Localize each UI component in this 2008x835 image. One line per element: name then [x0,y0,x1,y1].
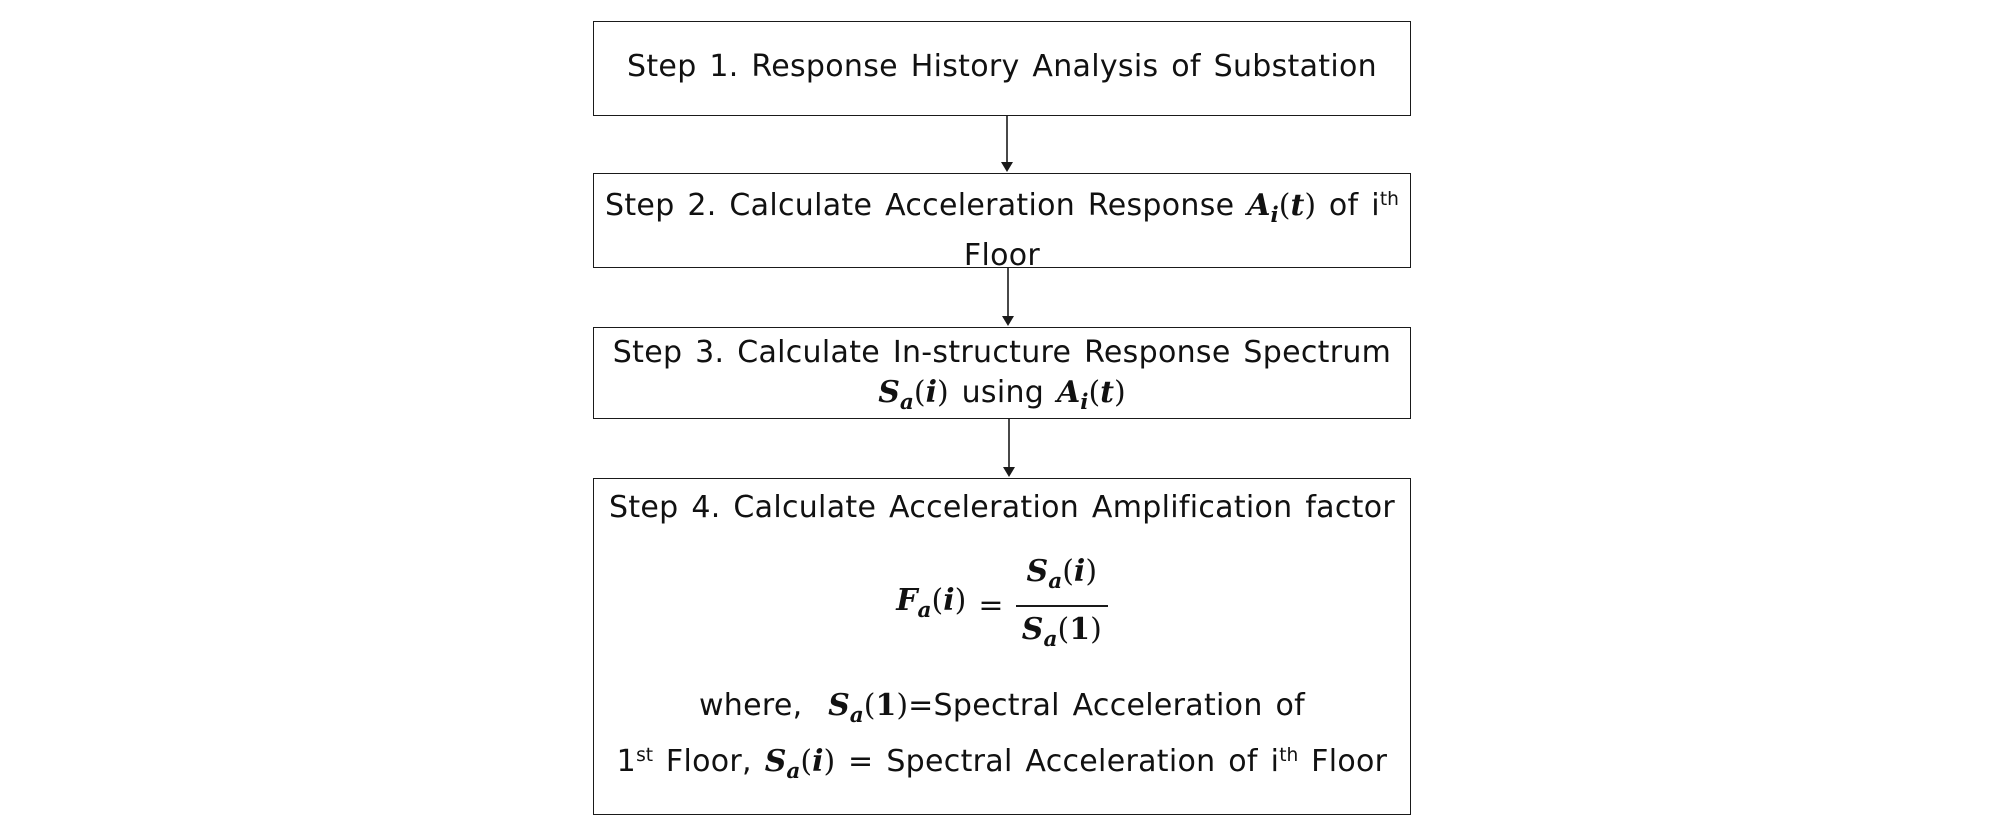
step-1-box: Step 1. Response History Analysis of Sub… [593,21,1411,116]
spectrum-symbol: Sa(i) [878,375,949,415]
line3-end: Floor [1298,744,1388,780]
line3-floor: Floor, [653,744,765,780]
formula-denominator: Sa(1) [1015,605,1108,660]
accel-response-symbol-2: Ai(t) [1056,375,1126,415]
accel-response-symbol: Ai(t) [1247,188,1317,229]
line3-definition: = Spectral Acceleration of i [835,744,1280,780]
amplification-formula: Fa(i) = Sa(i) Sa(1) [594,554,1410,652]
step-3-line1: Step 3. Calculate In-structure Response … [612,335,1392,370]
step-2-prefix: Step 2. Calculate Acceleration Response [605,188,1248,224]
step-3-box: Step 3. Calculate In-structure Response … [593,327,1411,419]
where-definition-1: =Spectral Acceleration of [908,688,1306,723]
first-floor-spectrum-symbol: Sa(1) [828,688,909,728]
step-1-text: Step 1. Response History Analysis of Sub… [627,49,1377,84]
arrow-step1-to-step2 [997,116,1017,173]
step-2-suffix: Floor [963,238,1041,274]
line3-number: 1 [616,744,637,780]
where-prefix: where, [698,688,829,723]
line3-superscript-th: th [1279,744,1299,766]
formula-numerator: Sa(i) [1026,554,1098,594]
step-3-using: using [948,375,1057,410]
where-clause: where, Sa(1)=Spectral Acceleration of 1s… [594,686,1410,792]
arrow-step2-to-step3 [998,268,1018,327]
step-2-mid: of i [1316,188,1380,224]
formula-lhs: Fa(i) [896,583,967,623]
ith-floor-spectrum-symbol: Sa(i) [764,744,836,785]
line3-superscript-st: st [636,744,654,766]
step-2-box: Step 2. Calculate Acceleration Response … [593,173,1411,273]
formula-equals: = [978,588,1004,623]
arrow-step3-to-step4 [999,419,1019,478]
step-4-box: Step 4. Calculate Acceleration Amplifica… [593,478,1411,815]
step-2-superscript: th [1379,189,1399,210]
formula-fraction: Sa(i) Sa(1) [1015,552,1108,660]
step-4-line1: Step 4. Calculate Acceleration Amplifica… [608,490,1396,525]
